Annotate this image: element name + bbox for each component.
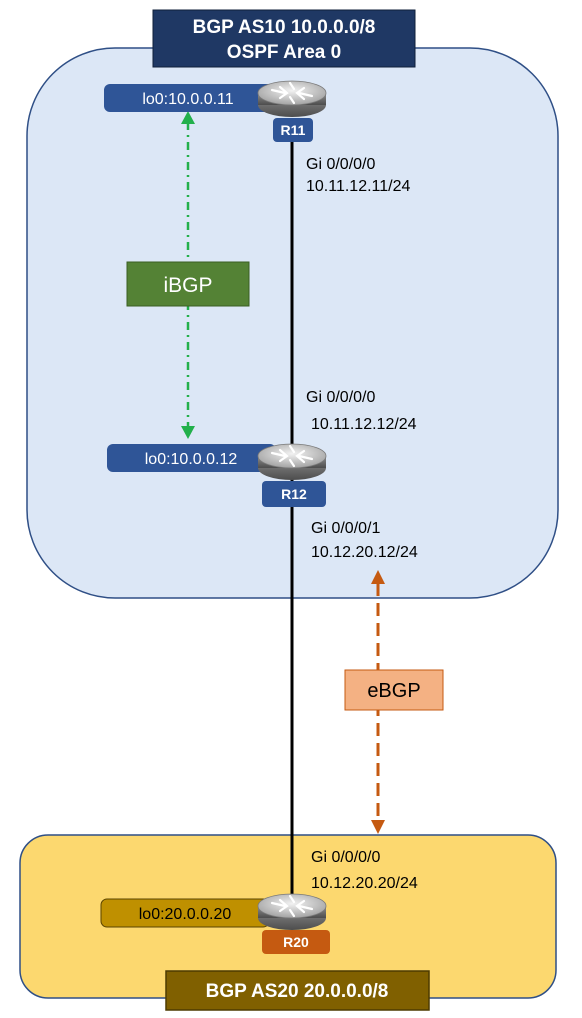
- r12-name-box: [262, 481, 326, 507]
- ibgp-label-box: [126, 261, 250, 307]
- r12-iface-up-name: Gi 0/0/0/0: [306, 389, 375, 406]
- r20-loopback-label: lo0:20.0.0.20: [139, 906, 232, 923]
- ibgp-arrowhead-up-icon: [181, 111, 195, 124]
- r20-name: R20: [283, 934, 309, 950]
- ibgp-arrowhead-down-icon: [181, 426, 195, 439]
- as20-title: BGP AS20 20.0.0.0/8: [206, 981, 389, 1002]
- r11-name-box: [273, 118, 313, 142]
- r12-iface-down-name: Gi 0/0/0/1: [311, 520, 380, 537]
- r12-iface-down-ip: 10.12.20.12/24: [311, 544, 418, 561]
- r12-loopback-label: lo0:10.0.0.12: [145, 451, 238, 468]
- as20-title-box: [165, 970, 430, 1011]
- as10-title-line2: OSPF Area 0: [227, 42, 341, 63]
- r12-name: R12: [281, 486, 307, 502]
- r20-name-box: [262, 930, 330, 954]
- r12-loopback-box: [107, 444, 276, 472]
- r11-iface-ip: 10.11.12.11/24: [306, 178, 410, 195]
- ibgp-label: iBGP: [163, 274, 212, 297]
- r11-router-icon[interactable]: [256, 79, 328, 119]
- r20-iface-name: Gi 0/0/0/0: [311, 849, 380, 866]
- r12-iface-up-ip: 10.11.12.12/24: [311, 416, 417, 433]
- as10-title-line1: BGP AS10 10.0.0.0/8: [193, 17, 376, 38]
- r11-loopback-label: lo0:10.0.0.11: [142, 91, 233, 108]
- r11-loopback-box: [104, 84, 273, 112]
- ebgp-arrowhead-down-icon: [371, 820, 385, 834]
- r12-router-icon[interactable]: [256, 442, 328, 482]
- r20-iface-ip: 10.12.20.20/24: [311, 875, 418, 892]
- ebgp-label-box: [344, 669, 444, 711]
- ebgp-arrowhead-up-icon: [371, 570, 385, 584]
- r11-name: R11: [281, 122, 306, 138]
- r11-iface-name: Gi 0/0/0/0: [306, 156, 375, 173]
- as10-title-box: [152, 9, 416, 68]
- ebgp-label: eBGP: [367, 680, 420, 702]
- r20-router-icon[interactable]: [256, 892, 328, 932]
